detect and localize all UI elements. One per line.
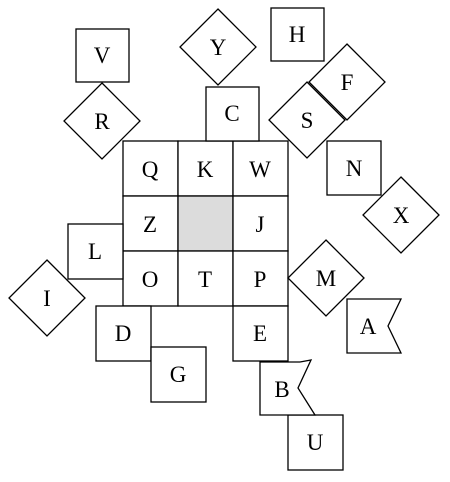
diamond-tile-f[interactable]: F: [308, 43, 386, 121]
square-tile-v[interactable]: V: [75, 28, 130, 83]
diamond-tile-i[interactable]: I: [8, 259, 86, 337]
flag-tile-b-label: B: [274, 377, 289, 402]
grid-cell-z[interactable]: Z: [122, 195, 179, 252]
grid-cell-p[interactable]: P: [232, 250, 289, 307]
flag-tile-b[interactable]: B: [259, 359, 317, 416]
square-tile-l[interactable]: L: [67, 223, 124, 280]
grid-cell-p-label: P: [254, 267, 267, 292]
diamond-tile-f-label: F: [341, 70, 354, 95]
grid-cell-empty[interactable]: [177, 195, 234, 252]
square-tile-l-label: L: [88, 239, 102, 264]
square-tile-d[interactable]: D: [95, 305, 152, 362]
grid-cell-k[interactable]: K: [177, 140, 234, 197]
grid-cell-j-label: J: [256, 212, 265, 237]
square-tile-n-label: N: [346, 156, 363, 181]
square-tile-n[interactable]: N: [326, 140, 382, 196]
grid-cell-q-label: Q: [142, 157, 159, 182]
diamond-tile-y-label: Y: [210, 35, 227, 60]
square-tile-d-label: D: [115, 321, 132, 346]
grid-cell-o[interactable]: O: [122, 250, 179, 307]
square-tile-c-label: C: [224, 101, 239, 126]
grid-cell-w[interactable]: W: [232, 140, 289, 197]
diamond-tile-x-label: X: [393, 203, 410, 228]
square-tile-g[interactable]: G: [150, 346, 207, 403]
square-tile-h-label: H: [289, 22, 306, 47]
grid-cell-q[interactable]: Q: [122, 140, 179, 197]
grid-cell-j[interactable]: J: [232, 195, 289, 252]
diamond-tile-m-label: M: [316, 266, 336, 291]
grid-cell-t[interactable]: T: [177, 250, 234, 307]
grid-cell-k-label: K: [197, 157, 214, 182]
grid-cell-z-label: Z: [143, 212, 157, 237]
diamond-tile-y[interactable]: Y: [179, 8, 257, 86]
grid-cell-o-label: O: [142, 267, 159, 292]
square-tile-h[interactable]: H: [270, 7, 325, 62]
square-tile-u-label: U: [307, 430, 324, 455]
square-tile-v-label: V: [94, 43, 111, 68]
square-tile-e-label: E: [253, 321, 267, 346]
grid-cell-w-label: W: [249, 157, 271, 182]
diamond-tile-m[interactable]: M: [287, 239, 365, 317]
diamond-tile-s[interactable]: S: [268, 81, 346, 159]
grid-cell-t-label: T: [198, 267, 212, 292]
diamond-tile-i-label: I: [43, 286, 51, 311]
square-tile-g-label: G: [170, 362, 187, 387]
diamond-tile-s-label: S: [301, 108, 314, 133]
flag-tile-a-label: A: [360, 314, 377, 339]
square-tile-e[interactable]: E: [232, 305, 289, 362]
square-tile-c[interactable]: C: [205, 86, 260, 142]
diamond-tile-r[interactable]: R: [63, 82, 141, 160]
diamond-tile-r-label: R: [94, 109, 110, 134]
square-tile-u[interactable]: U: [287, 414, 344, 471]
flag-tile-a[interactable]: A: [346, 298, 403, 354]
diamond-tile-x[interactable]: X: [362, 176, 440, 254]
